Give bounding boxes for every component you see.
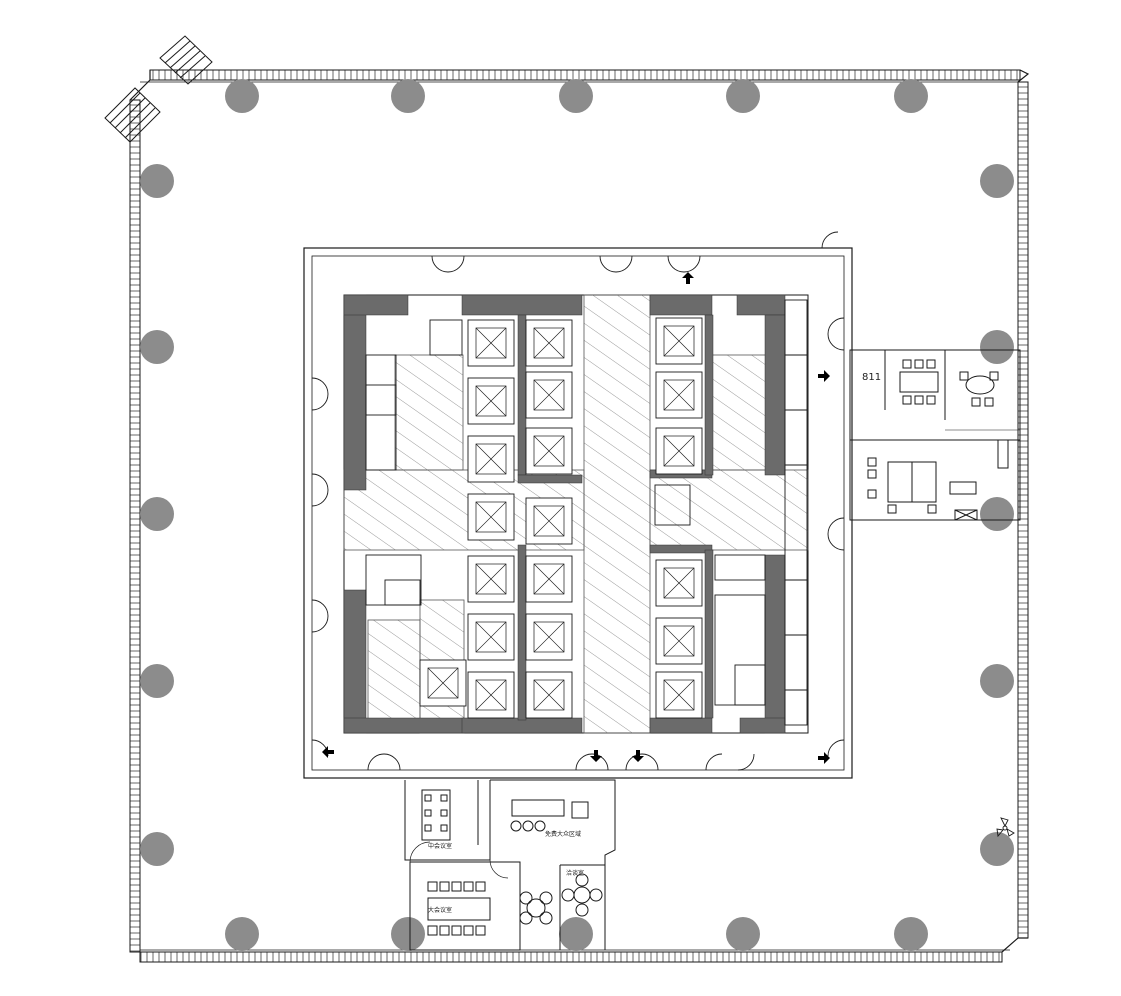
elevator-car	[467, 671, 515, 719]
elevator-car	[467, 319, 515, 367]
door-swing	[311, 393, 329, 411]
elevator-car	[467, 377, 515, 425]
elevator-car	[525, 371, 573, 419]
structural-column	[559, 79, 593, 113]
door-swing	[431, 255, 449, 273]
structural-column	[140, 664, 174, 698]
room-811-label: 811	[862, 372, 881, 383]
structural-column	[980, 664, 1014, 698]
door-swing	[311, 599, 329, 617]
door-swing	[311, 615, 329, 633]
small-meeting-label: 中会议室	[428, 842, 452, 850]
corner-stair	[104, 35, 213, 143]
door-swing	[615, 255, 633, 273]
door-swing	[367, 753, 385, 771]
door-swing	[447, 255, 465, 273]
structural-column	[140, 330, 174, 364]
door-swing	[821, 231, 839, 249]
elevator-car	[525, 613, 573, 661]
elevator-car	[467, 555, 515, 603]
elevator-car	[467, 613, 515, 661]
fan-icon	[996, 817, 1015, 838]
elevator-car	[655, 317, 703, 365]
structural-column	[391, 917, 425, 951]
door-swing	[641, 753, 659, 771]
door-swing	[575, 753, 593, 771]
elevator-car	[655, 371, 703, 419]
elevator-car	[655, 427, 703, 475]
elevator-car	[419, 659, 467, 707]
structural-column	[894, 917, 928, 951]
large-meeting-label: 大会议室	[428, 906, 452, 914]
door-swing	[737, 753, 755, 771]
structural-column	[140, 497, 174, 531]
elevator-car	[467, 493, 515, 541]
structural-column	[225, 79, 259, 113]
open-area-label: 免费大众区域	[545, 830, 581, 838]
meeting-wing	[404, 779, 616, 951]
door-swing	[827, 739, 845, 757]
structural-column	[980, 330, 1014, 364]
door-swing	[667, 255, 685, 273]
elevator-car	[467, 435, 515, 483]
structural-column	[391, 79, 425, 113]
door-swing	[311, 489, 329, 507]
structural-column	[726, 917, 760, 951]
elevator-car	[525, 671, 573, 719]
door-swing	[827, 533, 845, 551]
elevator-bank	[419, 317, 703, 719]
door-swing	[599, 255, 617, 273]
core-hatch-areas	[343, 294, 809, 734]
structural-column	[225, 917, 259, 951]
negotiation-label: 洽谈室	[566, 869, 584, 877]
structural-column	[980, 497, 1014, 531]
structural-column	[980, 164, 1014, 198]
structural-column	[726, 79, 760, 113]
elevator-car	[655, 559, 703, 607]
elevator-car	[655, 671, 703, 719]
door-swing	[705, 753, 723, 771]
structural-column	[140, 832, 174, 866]
structural-column	[559, 917, 593, 951]
structural-column	[980, 832, 1014, 866]
door-swing	[383, 753, 401, 771]
door-swing	[683, 255, 701, 273]
office-811	[849, 349, 1021, 521]
door-swing	[311, 473, 329, 491]
elevator-car	[525, 319, 573, 367]
elevator-car	[525, 497, 573, 545]
door-swing	[827, 333, 845, 351]
elevator-car	[655, 617, 703, 665]
exit-arrows	[322, 272, 830, 764]
door-swing	[311, 377, 329, 395]
elevator-car	[525, 555, 573, 603]
door-swing	[827, 517, 845, 535]
structural-column	[140, 164, 174, 198]
core-partitions	[365, 299, 808, 726]
structural-column	[894, 79, 928, 113]
door-swing	[827, 317, 845, 335]
structural-columns	[140, 79, 1014, 951]
elevator-car	[525, 427, 573, 475]
doors	[311, 231, 845, 771]
